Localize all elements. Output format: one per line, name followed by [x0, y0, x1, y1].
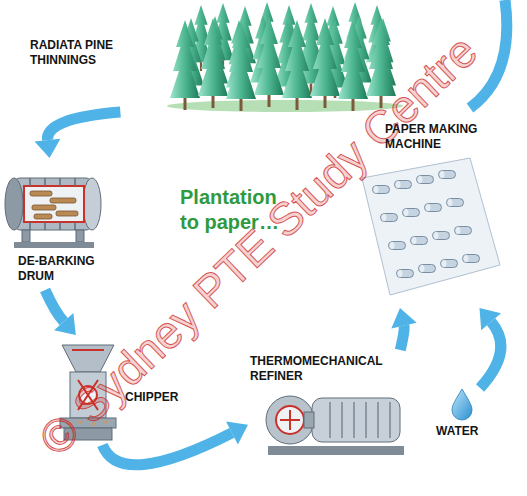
process-stage: DE-BARKING DRUM	[4, 158, 115, 290]
stage-label: PAPER MAKING MACHINE	[385, 122, 493, 152]
flow-arrow	[102, 421, 248, 464]
stage-label: RADIATA PINE THINNINGS	[30, 38, 130, 68]
process-stage: CHIPPER	[52, 335, 192, 445]
arrow-line	[45, 290, 64, 322]
arrow-line	[47, 112, 120, 140]
debarking-drum-illustration	[5, 178, 101, 248]
forest-illustration	[167, 2, 403, 112]
arrow-line	[400, 326, 404, 350]
arrow-head	[226, 421, 248, 444]
refiner-illustration	[266, 396, 404, 455]
flow-arrow	[45, 290, 76, 335]
stage-label: CHIPPER	[125, 390, 187, 405]
arrow-head	[54, 313, 76, 335]
flow-arrow	[35, 112, 121, 158]
flow-arrow	[391, 308, 416, 350]
stage-label: THERMOMECHANICAL REFINER	[250, 354, 390, 384]
stage-label: DE-BARKING DRUM	[18, 254, 108, 284]
process-stage: RADIATA PINE THINNINGS	[28, 2, 405, 112]
arrow-line	[102, 433, 232, 465]
process-stage: PAPER MAKING MACHINE	[355, 118, 505, 308]
diagram-title: Plantation to paper…	[180, 185, 290, 235]
stage-label: WATER	[436, 424, 491, 439]
process-stage: WATER	[430, 388, 495, 445]
arrow-head	[35, 139, 61, 158]
water-drop	[452, 389, 472, 420]
arrow-head	[391, 308, 416, 328]
process-stage: THERMOMECHANICAL REFINER	[248, 350, 410, 460]
flow-arrow	[480, 308, 502, 388]
paper-machine-illustration	[362, 158, 500, 295]
arrow-head	[480, 308, 502, 330]
arrow-line	[480, 322, 501, 388]
